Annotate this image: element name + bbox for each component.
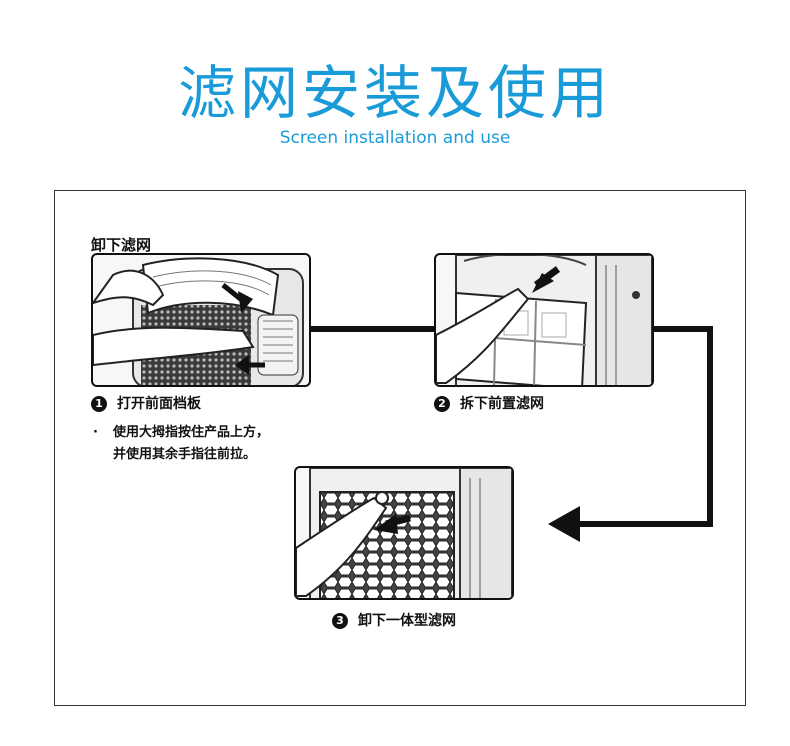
instruction-frame (54, 190, 746, 706)
page-subtitle: Screen installation and use (279, 128, 511, 148)
step-2-number: 2 (434, 396, 450, 412)
illustration-remove-pre-filter (434, 253, 654, 387)
step-3-caption: 3 卸下一体型滤网 (332, 610, 456, 630)
section-heading: 卸下滤网 (91, 236, 152, 254)
note-line-2: 并使用其余手指往前拉。 (113, 447, 257, 462)
illustration-remove-integrated-filter (294, 466, 514, 600)
step-1-note: · 使用大拇指按住产品上方， 并使用其余手指往前拉。 (93, 422, 269, 466)
step-2-caption: 2 拆下前置滤网 (434, 393, 544, 413)
step-1-caption: 1 打开前面档板 (91, 393, 201, 413)
step-1-label: 打开前面档板 (117, 396, 201, 412)
connector-line-2 (580, 326, 713, 527)
step-3-label: 卸下一体型滤网 (358, 613, 456, 629)
step-1-number: 1 (91, 396, 107, 412)
step-3-number: 3 (332, 613, 348, 629)
note-bullet: · (93, 425, 98, 440)
note-line-1: 使用大拇指按住产品上方， (113, 425, 270, 440)
page-title: 滤网安装及使用 (177, 59, 612, 127)
illustration-open-front-cover (91, 253, 311, 387)
step-2-label: 拆下前置滤网 (460, 396, 544, 412)
arrow-left-icon (548, 506, 580, 542)
